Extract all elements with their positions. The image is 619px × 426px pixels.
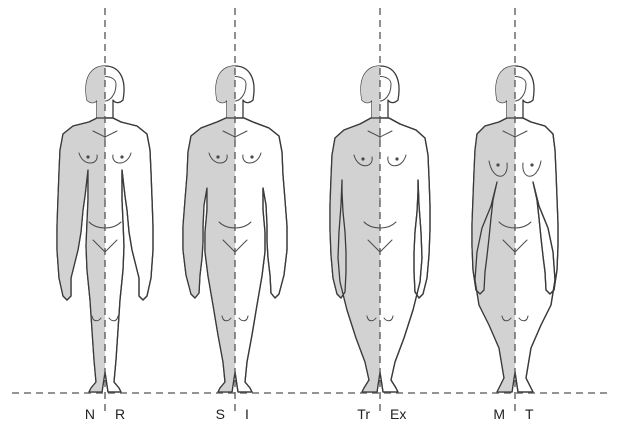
figures-layer (57, 8, 558, 412)
shaded-head-m-t (496, 66, 515, 118)
nipple-m-t (530, 163, 533, 166)
label-left-s-i: S (216, 406, 225, 422)
shaded-head-tr-ex (361, 66, 380, 118)
nipple-n-r (86, 155, 89, 158)
nipple-n-r (120, 155, 123, 158)
label-left-tr-ex: Tr (357, 406, 370, 422)
shaded-head-n-r (86, 66, 105, 118)
label-right-m-t: T (525, 406, 534, 422)
label-left-n-r: N (85, 406, 95, 422)
nipple-tr-ex (361, 157, 364, 160)
nipple-s-i (250, 155, 253, 158)
nipple-s-i (216, 155, 219, 158)
label-right-tr-ex: Ex (390, 406, 406, 422)
labels-layer: N R S I Tr Ex M T (85, 406, 534, 422)
label-left-m-t: M (493, 406, 505, 422)
label-right-s-i: I (245, 406, 249, 422)
nipple-m-t (496, 163, 499, 166)
nipple-tr-ex (395, 157, 398, 160)
shaded-head-s-i (216, 66, 235, 118)
label-right-n-r: R (115, 406, 125, 422)
